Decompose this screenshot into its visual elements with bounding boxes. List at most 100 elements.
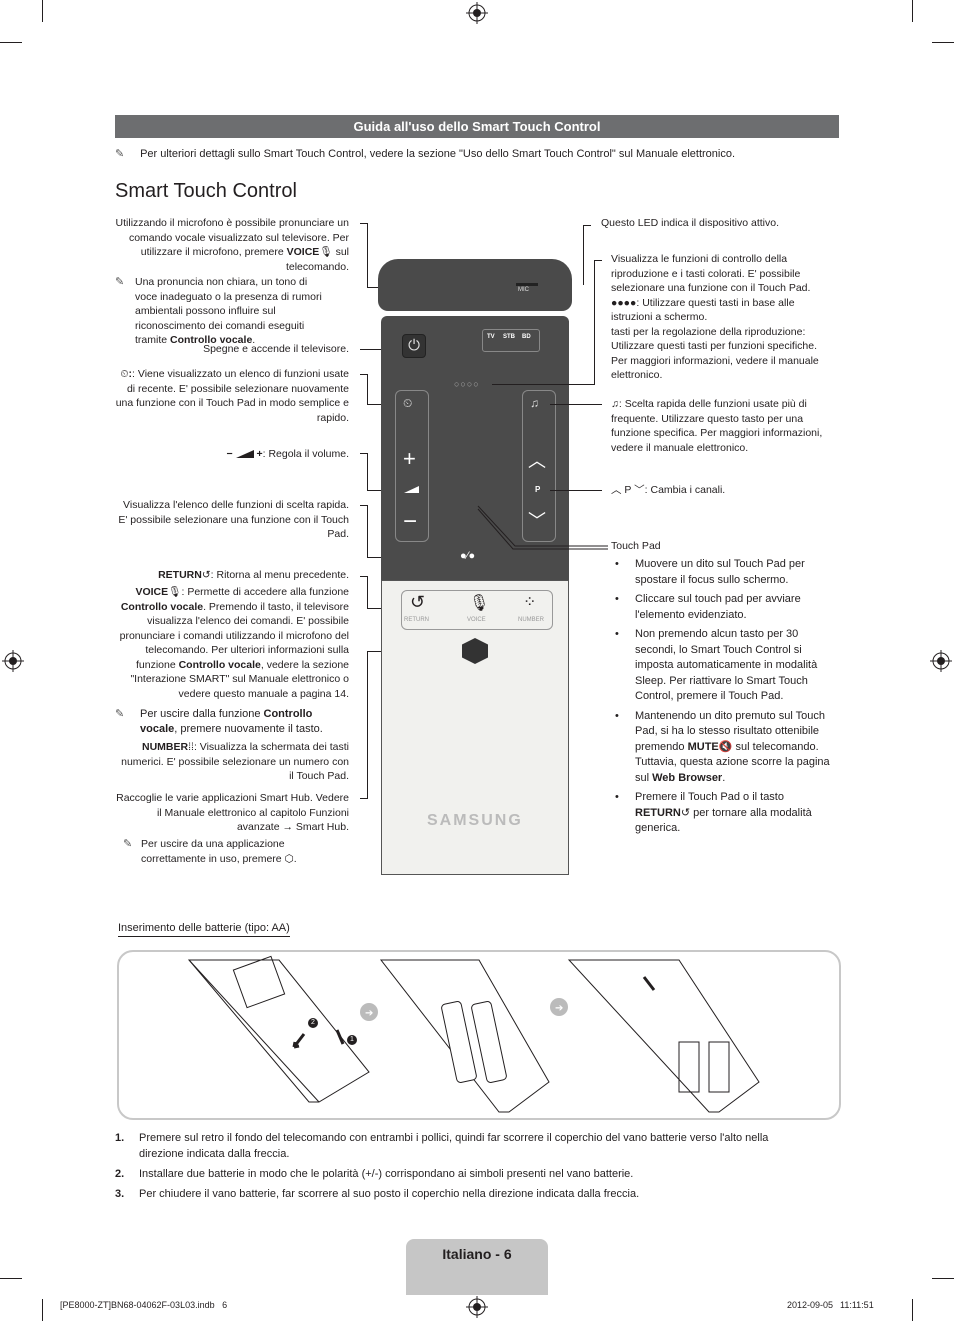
return-arrow-icon: ↺ (680, 806, 691, 819)
mic-note: ✎ Una pronuncia non chiara, un tono di v… (115, 275, 349, 348)
crop-mark (912, 0, 913, 22)
intro-note-text: Per ulteriori dettagli sullo Smart Touch… (140, 148, 736, 160)
mic-icon: 🎙 (319, 246, 333, 258)
favorite-text: : Scelta rapida delle funzioni usate più… (611, 398, 823, 454)
number-button-icon[interactable]: ⁘ (523, 594, 537, 611)
chevron-up-icon: ︿ (611, 484, 622, 496)
return-text: : Ritorna al menu precedente. (210, 569, 349, 581)
recent-description: ⏲:: Viene visualizzato un elenco di funz… (115, 368, 349, 424)
leader-line (367, 505, 368, 557)
playback-text-3: tasti per la regolazione della riproduzi… (611, 325, 819, 382)
step-text: Installare due batterie in modo che le p… (139, 1168, 634, 1180)
mic-note-end: . (252, 334, 256, 346)
return-label-2: RETURN (635, 806, 681, 819)
volume-up-button[interactable]: + (403, 446, 416, 471)
led-description: Questo LED indica il dispositivo attivo. (601, 217, 780, 229)
left-button-strip (395, 390, 429, 542)
smarthub-note-text: Per uscire da una applicazione correttam… (141, 838, 285, 865)
touchpad-item: Premere il Touch Pad o il tasto RETURN↺ … (611, 790, 831, 837)
mic-description: Utilizzando il microfono è possibile pro… (115, 216, 349, 274)
tp5-text-2: per tornare alla modalità generica. (635, 806, 812, 835)
recent-icon: ⏲ (120, 368, 129, 380)
channel-description: ︿ P ﹀: Cambia i canali. (611, 483, 831, 498)
voice-note-text: Per uscire dalla funzione (140, 708, 264, 720)
step-mark-2: 2 (308, 1018, 318, 1028)
svg-text:➔: ➔ (555, 1003, 563, 1014)
battery-step: 1.Premere sul retro il fondo del telecom… (115, 1130, 815, 1162)
leader-line (492, 384, 595, 385)
mic-note-bold: Controllo vocale (170, 334, 253, 346)
playback-text: Visualizza le funzioni di controllo dell… (611, 253, 811, 294)
leader-line (594, 260, 602, 261)
volume-down-button[interactable]: − (403, 508, 418, 535)
voice-text: : Permette di accedere alla funzione (181, 586, 349, 598)
touchpad-item: Cliccare sul touch pad per avviare l'ele… (611, 592, 831, 623)
power-button[interactable]: ⏻ (402, 334, 426, 358)
return-button-icon[interactable]: ↺ (410, 592, 426, 612)
favorite-icon: ♫ (611, 398, 619, 410)
battery-title: Inserimento delle batterie (tipo: AA) (118, 921, 290, 937)
leader-line (583, 225, 584, 285)
return-arrow-icon: ↺ (201, 569, 211, 581)
touchpad-item: Non premendo alcun tasto per 30 secondi,… (611, 627, 831, 705)
volume-wedge-icon (404, 486, 419, 493)
smart-list-description: Visualizza l'elenco delle funzioni di sc… (118, 499, 349, 540)
chevron-down-icon: ﹀ (634, 484, 645, 496)
tp4-end: . (722, 771, 726, 784)
tp4-text: Mantenendo un dito premuto sul Touch Pad… (635, 709, 825, 753)
battery-illustration: ➔ ➔ (117, 950, 841, 1120)
color-dots-icon: ●●●● (611, 296, 637, 309)
section-header: Guida all'uso dello Smart Touch Control (115, 115, 839, 138)
voice-bold-2: Controllo vocale (178, 658, 261, 671)
crop-mark (0, 1278, 22, 1279)
touchpad-list: Muovere un dito sul Touch Pad per sposta… (611, 557, 831, 841)
web-browser-label: Web Browser (652, 771, 723, 784)
leader-line (360, 374, 368, 375)
channel-down-button[interactable]: ﹀ (528, 511, 546, 531)
footer-file: [PE8000-ZT]BN68-04062F-03L03.indb 6 (60, 1300, 228, 1310)
channel-p-label: P (535, 485, 541, 494)
leader-line (367, 651, 368, 799)
channel-up-button[interactable]: ︿ (528, 451, 546, 471)
footer-date: 2012-09-05 (787, 1300, 834, 1310)
registration-mark-icon (466, 1296, 488, 1318)
voice-description: VOICE🎙: Permette di accedere alla funzio… (115, 585, 349, 701)
battery-step: 3.Per chiudere il vano batterie, far sco… (115, 1186, 815, 1202)
mic-note-text: Una pronuncia non chiara, un tono di voc… (135, 276, 322, 346)
return-btn-label: RETURN (404, 617, 429, 623)
voice-label-2: VOICE (135, 586, 169, 598)
leader-line (360, 505, 368, 506)
mic-icon: 🎙 (168, 586, 182, 598)
touchpad-title: Touch Pad (611, 540, 661, 552)
registration-mark-icon (466, 2, 488, 24)
volume-minus-icon: − (226, 448, 233, 460)
mic-hole (516, 283, 538, 286)
battery-steps: 1.Premere sul retro il fondo del telecom… (115, 1130, 815, 1206)
mic-text-end: sul telecomando. (285, 246, 349, 273)
return-description: RETURN↺: Ritorna al menu precedente. (115, 568, 349, 583)
svg-text:➔: ➔ (365, 1008, 373, 1019)
favorite-icon[interactable]: ♫ (530, 396, 539, 410)
crop-mark (0, 42, 22, 43)
page-title: Smart Touch Control (115, 180, 297, 202)
battery-step: 2. Installare due batterie in modo che le… (115, 1166, 815, 1182)
color-buttons[interactable]: ○○○○ (454, 379, 480, 389)
smart-list-icon[interactable]: ●⁄● (460, 550, 476, 562)
volume-plus-icon: + (256, 448, 263, 460)
step-number: 2. (115, 1168, 125, 1180)
touchpad-item: Muovere un dito sul Touch Pad per sposta… (611, 557, 831, 588)
volume-text: : Regola il volume. (262, 448, 349, 460)
page-tab (406, 1239, 548, 1295)
page-label: Italiano - 6 (442, 1246, 512, 1262)
number-grid-icon: ⁞⁞ (188, 741, 194, 753)
recent-icon[interactable]: ⏲ (403, 396, 413, 410)
tp4-text-2: sul telecomando. Tuttavia, questa azione… (635, 740, 830, 784)
voice-note: ✎ Per uscire dalla funzione Controllo vo… (115, 707, 349, 736)
touchpad-item: Mantenendo un dito premuto sul Touch Pad… (611, 709, 831, 787)
number-description: NUMBER⁞⁞: Visualizza la schermata dei ta… (115, 740, 349, 784)
crop-mark (912, 1299, 913, 1321)
voice-button-icon[interactable]: 🎙 (469, 595, 490, 612)
leader-line (367, 223, 368, 287)
number-btn-label: NUMBER (518, 617, 545, 623)
return-label: RETURN (158, 569, 202, 581)
